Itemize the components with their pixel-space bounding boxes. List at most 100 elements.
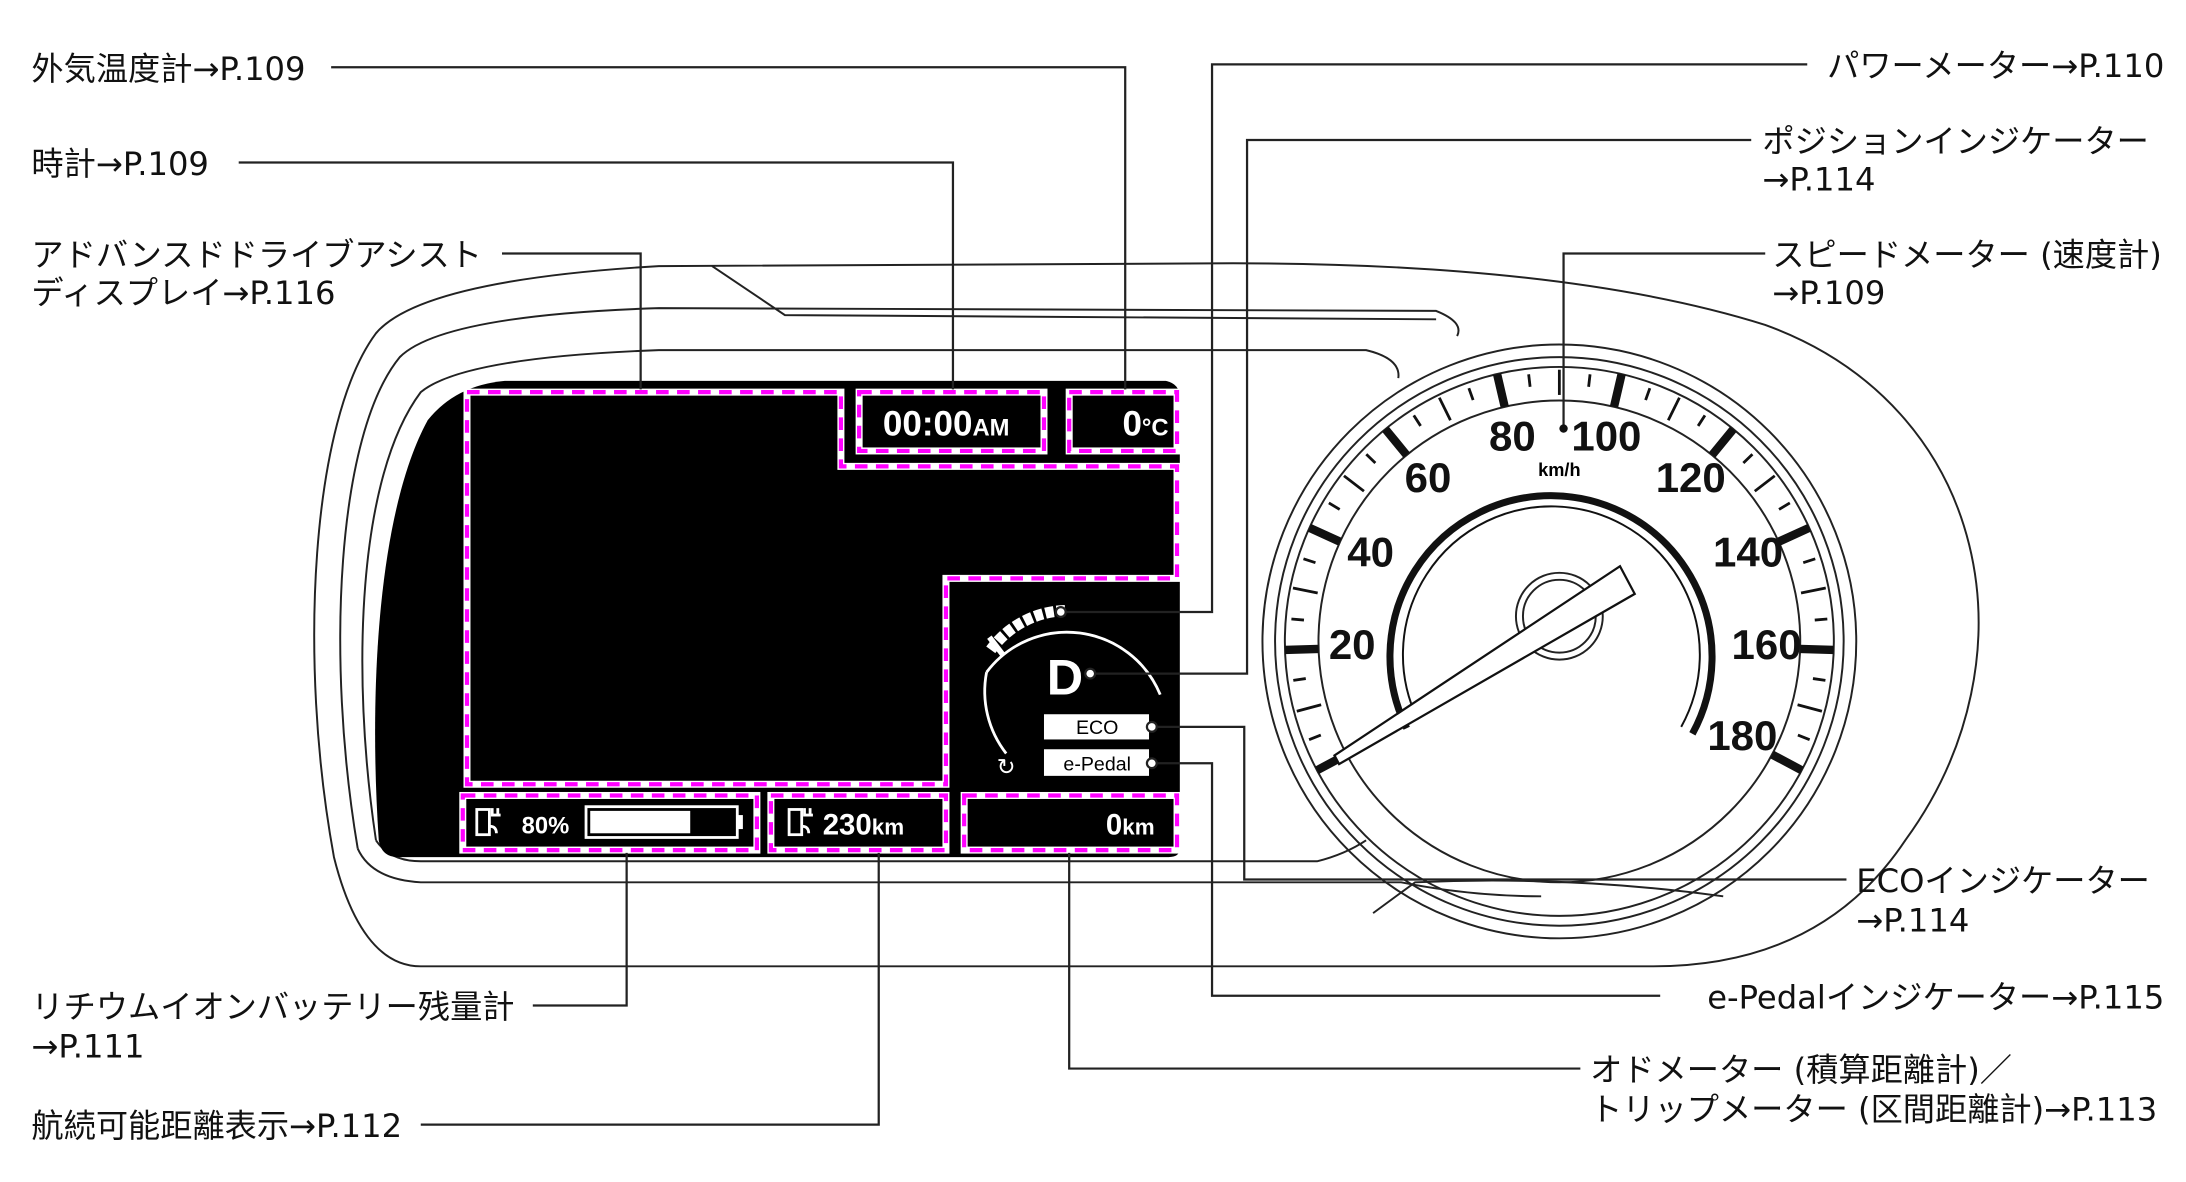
range-zone: 230km <box>767 791 950 854</box>
callout-text: オドメーター (積算距離計)／ <box>1590 1051 2012 1089</box>
speed-tick <box>1778 501 1791 511</box>
regen-icon: ↻ <box>997 754 1016 780</box>
clock-zone: 00:00AM <box>855 388 1048 455</box>
speed-tick <box>1382 426 1410 458</box>
speed-label: 80 <box>1489 413 1536 460</box>
speed-tick <box>1644 387 1652 401</box>
plug-fuel-icon <box>475 808 501 837</box>
callout-text: パワーメーター→P.110 <box>1827 47 2164 85</box>
speed-tick <box>1343 474 1365 493</box>
clock-ampm: AM <box>972 415 1009 442</box>
battery-percent: 80% <box>522 812 570 839</box>
speed-tick <box>1797 733 1811 742</box>
speed-tick <box>1303 557 1316 565</box>
speed-tick <box>1696 414 1707 427</box>
battery-fill-bar <box>590 810 691 834</box>
clock-time: 00:00 <box>883 405 973 444</box>
callout-text: ポジションインジケーター <box>1762 123 2148 161</box>
callout-text: スピードメーター (速度計) <box>1772 236 2162 274</box>
speed-needle <box>1333 564 1637 766</box>
callout-text: →P.114 <box>1762 160 1875 198</box>
callout-text: 時計→P.109 <box>31 145 209 183</box>
speed-label: 40 <box>1347 529 1394 576</box>
svg-text:0°C: 0°C <box>1122 405 1168 444</box>
speed-tick <box>1770 750 1804 774</box>
speed-tick <box>1753 474 1776 493</box>
speed-tick <box>1296 703 1322 713</box>
speed-label: 140 <box>1713 529 1783 576</box>
speed-tick <box>1708 426 1737 458</box>
epedal-indicator <box>1043 749 1150 776</box>
speed-tick <box>1814 617 1828 622</box>
callout-power-meter: パワーメーター→P.110 <box>1054 47 2164 619</box>
svg-text:0km: 0km <box>1106 809 1155 842</box>
speed-inner-arc <box>1386 492 1716 736</box>
callout-text: e-Pedalインジケーター→P.115 <box>1707 978 2164 1016</box>
range-unit: km <box>872 815 904 840</box>
display-screen <box>375 380 1180 858</box>
gear-position: D <box>1047 649 1083 706</box>
speed-tick <box>1492 373 1509 408</box>
speed-tick <box>1365 453 1377 465</box>
speed-label: 60 <box>1405 454 1452 501</box>
speed-tick <box>1527 374 1532 387</box>
speed-tick <box>1307 524 1342 546</box>
plug-fuel-icon <box>787 808 813 837</box>
speed-tick <box>1776 524 1811 546</box>
speed-tick <box>1291 617 1305 622</box>
speed-tick <box>1467 387 1475 401</box>
eco-label: ECO <box>1076 717 1118 739</box>
speed-tick <box>1800 586 1827 595</box>
callout-text: トリップメーター (区間距離計)→P.113 <box>1590 1090 2157 1128</box>
callout-position-indicator: ポジションインジケーター →P.114 <box>1084 123 2149 680</box>
callout-text: 航続可能距離表示→P.112 <box>31 1107 402 1145</box>
range-value: 230 <box>823 809 872 842</box>
speed-tick <box>1293 677 1306 682</box>
callout-text: ECOインジケーター <box>1856 862 2150 900</box>
callout-text: →P.109 <box>1772 274 1885 312</box>
speed-tick <box>1284 644 1319 655</box>
speed-tick <box>1812 677 1826 682</box>
speed-tick <box>1308 733 1322 742</box>
speed-label: 160 <box>1731 621 1801 668</box>
epedal-label: e-Pedal <box>1063 753 1131 775</box>
temp-unit: °C <box>1142 415 1169 442</box>
callout-text: 外気温度計→P.109 <box>31 50 305 88</box>
callout-epedal: e-Pedalインジケーター→P.115 <box>1145 757 2164 1016</box>
speed-unit: km/h <box>1538 460 1580 480</box>
eco-indicator <box>1043 714 1150 740</box>
callout-text: →P.114 <box>1856 901 1969 939</box>
speed-tick <box>1587 374 1592 387</box>
speed-label: 100 <box>1571 413 1641 460</box>
callout-adas: アドバンスドドライブアシスト ディスプレイ→P.116 <box>31 236 642 390</box>
speed-tick <box>1802 557 1816 565</box>
speed-tick <box>1292 586 1318 595</box>
speed-tick <box>1797 703 1823 713</box>
callout-text: リチウムイオンバッテリー残量計 <box>31 988 514 1026</box>
callout-outside-temp: 外気温度計→P.109 <box>31 50 1127 390</box>
callout-text: →P.111 <box>31 1027 144 1065</box>
temp-value: 0 <box>1122 405 1141 444</box>
odo-unit: km <box>1122 815 1154 840</box>
power-meter: ↻ D ECO e-Pedal <box>983 605 1162 780</box>
adas-display-zone <box>463 388 1181 788</box>
odometer-zone: 0km <box>960 791 1181 854</box>
speed-tick <box>1799 644 1834 655</box>
outside-temp-zone: 0°C <box>1065 388 1181 455</box>
callout-clock: 時計→P.109 <box>31 145 955 390</box>
callout-battery: リチウムイオンバッテリー残量計 →P.111 <box>31 852 628 1065</box>
speed-tick <box>1667 397 1681 421</box>
callout-eco: ECOインジケーター →P.114 <box>1145 720 2150 939</box>
speed-tick <box>1328 501 1341 511</box>
speed-label: 120 <box>1656 454 1726 501</box>
speed-tick <box>1412 414 1422 427</box>
speed-tick <box>1742 453 1754 465</box>
speed-needle-body <box>1333 564 1637 766</box>
svg-text:230km: 230km <box>823 809 904 842</box>
callout-odometer: オドメーター (積算距離計)／ トリップメーター (区間距離計)→P.113 <box>1068 852 2157 1128</box>
speed-label: 20 <box>1329 621 1376 668</box>
battery-gauge-zone: 80% <box>459 791 761 854</box>
speed-tick <box>1438 397 1452 421</box>
